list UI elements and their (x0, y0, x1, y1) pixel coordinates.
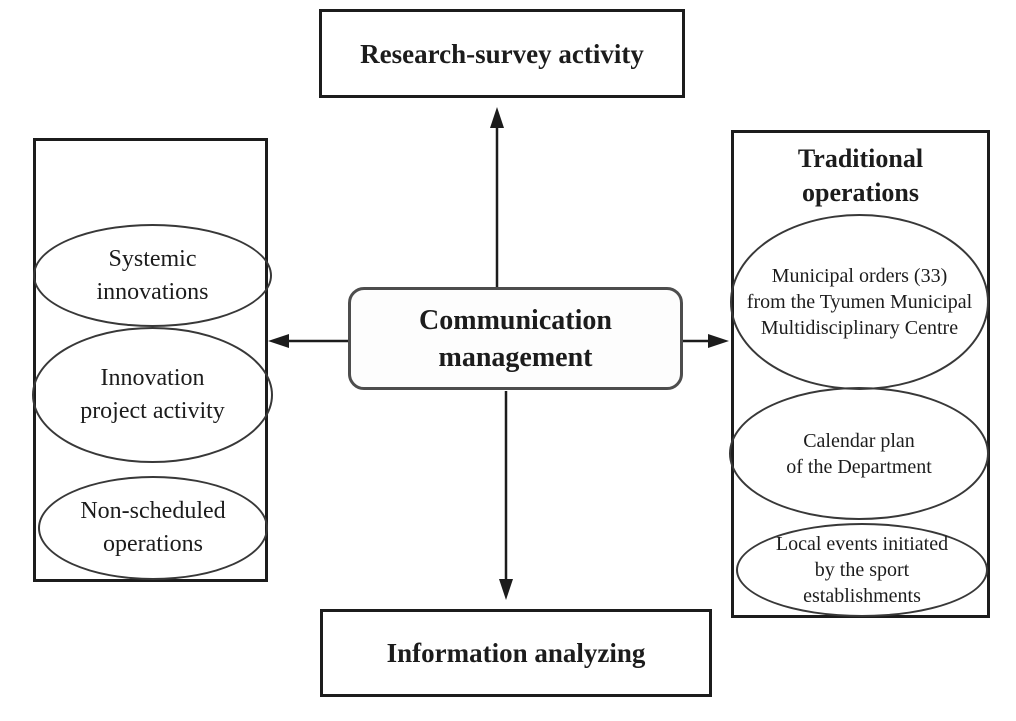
node-calendar-plan: Calendar plan of the Department (729, 387, 989, 520)
node-label: Local events initiated by the sport esta… (775, 533, 949, 607)
node-innovation-project-activity: Innovation project activity (32, 327, 273, 463)
group-innovations: Systemic innovations Innovation project … (32, 138, 273, 582)
node-label: Calendar plan of the Department (786, 429, 932, 478)
node-label: Information analyzing (386, 638, 646, 668)
node-communication-management: Communication management (348, 287, 683, 390)
node-local-events: Local events initiated by the sport esta… (736, 523, 988, 617)
node-municipal-orders: Municipal orders (33) from the Tyumen Mu… (730, 214, 989, 390)
arrow-down-icon (499, 391, 513, 600)
node-label: Communication management (419, 304, 612, 373)
node-label: Non-scheduled operations (80, 498, 226, 557)
arrow-up-icon (490, 107, 504, 288)
arrow-right-icon (683, 334, 729, 348)
group-title: Traditional operations (797, 144, 924, 207)
arrow-left-icon (268, 334, 349, 348)
node-information-analyzing: Information analyzing (320, 609, 712, 697)
node-label: Research-survey activity (360, 38, 644, 69)
group-traditional-operations: Traditional operations Municipal orders … (729, 130, 990, 618)
node-label: Municipal orders (33) from the Tyumen Mu… (746, 265, 973, 339)
node-systemic-innovations: Systemic innovations (33, 224, 272, 327)
node-label: Innovation project activity (80, 365, 225, 424)
node-research-survey-activity: Research-survey activity (319, 9, 685, 98)
node-label: Systemic innovations (96, 245, 209, 305)
node-non-scheduled-operations: Non-scheduled operations (38, 476, 268, 580)
